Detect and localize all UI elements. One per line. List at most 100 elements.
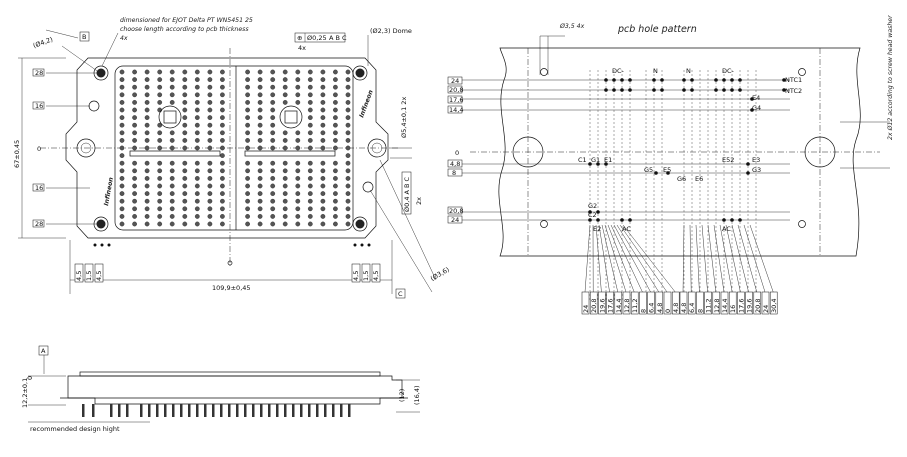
pin-hole <box>220 214 225 219</box>
pin-hole <box>207 183 213 189</box>
pin-hole <box>119 168 125 174</box>
pin-hole <box>282 221 288 227</box>
pcb-pin-dot <box>722 218 726 222</box>
svg-text:E2: E2 <box>593 225 601 233</box>
pcb-bottom-label: 11,2 <box>631 299 639 313</box>
pin-hole <box>307 221 313 227</box>
pcb-pin-dot <box>750 97 754 101</box>
pcb-title: pcb hole pattern <box>617 24 697 35</box>
pin-hole <box>270 183 276 189</box>
pcb-bottom-label: 6,4 <box>688 303 696 313</box>
pin-hole <box>182 69 188 75</box>
pin-hole <box>169 77 175 82</box>
screw-hole-right <box>367 138 387 158</box>
pin-hole <box>245 107 250 113</box>
pin-hole <box>132 138 137 143</box>
bottom-right-boxes: 4,5 1,5 4,5 <box>351 263 381 283</box>
pin-hole <box>295 176 301 181</box>
pin-hole <box>157 198 163 204</box>
pin-hole <box>333 214 338 219</box>
pin-hole <box>270 84 276 90</box>
svg-text:E5: E5 <box>663 166 671 174</box>
pin-hole <box>320 84 326 90</box>
pin-hole <box>307 84 313 90</box>
svg-text:G2: G2 <box>588 202 597 210</box>
pcb-pin-dot <box>738 218 742 222</box>
pin-hole <box>119 92 125 98</box>
logo-left: Infineon <box>103 176 115 206</box>
ejot-note-3: 4x <box>120 35 128 42</box>
pin-hole <box>157 145 163 151</box>
pin-hole <box>182 115 188 120</box>
pcb-pin-dot <box>738 88 742 92</box>
pin-hole <box>345 107 351 113</box>
center-bar-left <box>129 150 221 157</box>
side-profile <box>67 375 403 405</box>
svg-text:24: 24 <box>451 216 459 224</box>
pcb-bottom-box <box>589 291 598 315</box>
pin-hole <box>194 191 200 196</box>
alignment-square-right <box>284 110 298 124</box>
pcb-leader <box>598 224 610 293</box>
pin-hole <box>157 221 163 227</box>
pin-hole <box>307 168 313 174</box>
side-h1: 12,2±0,1 <box>21 378 29 408</box>
svg-text:24: 24 <box>451 77 459 85</box>
svg-text:1,5: 1,5 <box>362 271 370 281</box>
pin-hole <box>194 176 200 181</box>
side-zero: 0 <box>26 376 34 380</box>
pcb-leader <box>682 224 685 293</box>
pcb-e3: E3 <box>752 156 760 164</box>
pin-hole <box>132 107 137 113</box>
pcb-pin-dot <box>730 78 734 82</box>
svg-text:C1: C1 <box>578 156 587 164</box>
pin-hole <box>257 145 263 151</box>
side-pin <box>220 404 223 417</box>
side-pin <box>126 404 129 417</box>
svg-text:14,4: 14,4 <box>449 106 463 114</box>
pin-hole <box>157 176 163 181</box>
pin-hole <box>245 176 250 181</box>
pin-hole <box>345 191 351 196</box>
pin-hole <box>169 145 175 151</box>
pcb-leader <box>701 224 708 293</box>
pcb-bottom-label: 6,4 <box>648 303 656 313</box>
pin-hole <box>245 122 250 128</box>
pcb-pin-dot <box>750 108 754 112</box>
pcb-mid-labels: C1 G1 E1 G5 E5 G6 E6 E2 G2 AC AC E52 C2 <box>578 156 734 233</box>
pcb-bottom-box <box>630 291 639 315</box>
pin-hole <box>144 198 150 204</box>
pin-hole <box>320 145 326 151</box>
pin-hole <box>119 122 125 128</box>
pin-hole <box>345 145 351 151</box>
side-pin <box>82 404 85 417</box>
pin-hole <box>157 214 163 219</box>
pcb-bottom-label: 19,6 <box>746 299 754 313</box>
pin-hole <box>144 130 150 136</box>
pin-hole <box>194 115 200 120</box>
pin-hole <box>119 160 125 166</box>
pin-hole <box>207 77 213 82</box>
pcb-pin-dot <box>604 162 608 166</box>
pcb-leader <box>619 224 668 293</box>
pin-hole <box>345 183 351 189</box>
pin-hole <box>119 153 125 158</box>
svg-text:E6: E6 <box>695 175 703 183</box>
side-pin <box>148 404 151 417</box>
height-dim: 67±0,45 <box>13 140 21 168</box>
pin-hole <box>194 160 200 166</box>
pcb-pin-dot <box>746 162 750 166</box>
pin-hole <box>119 130 125 136</box>
pcb-pin-dot <box>596 162 600 166</box>
pin-hole <box>207 92 213 98</box>
pcb-pin-dot <box>588 210 592 214</box>
pin-hole <box>169 84 175 90</box>
pin-hole <box>132 206 137 212</box>
pin-hole <box>132 160 137 166</box>
side-pin <box>212 404 215 417</box>
tick-0: 0 <box>37 145 41 153</box>
pin-hole <box>345 130 351 136</box>
pin-hole <box>333 206 338 212</box>
pin-hole <box>270 122 276 128</box>
